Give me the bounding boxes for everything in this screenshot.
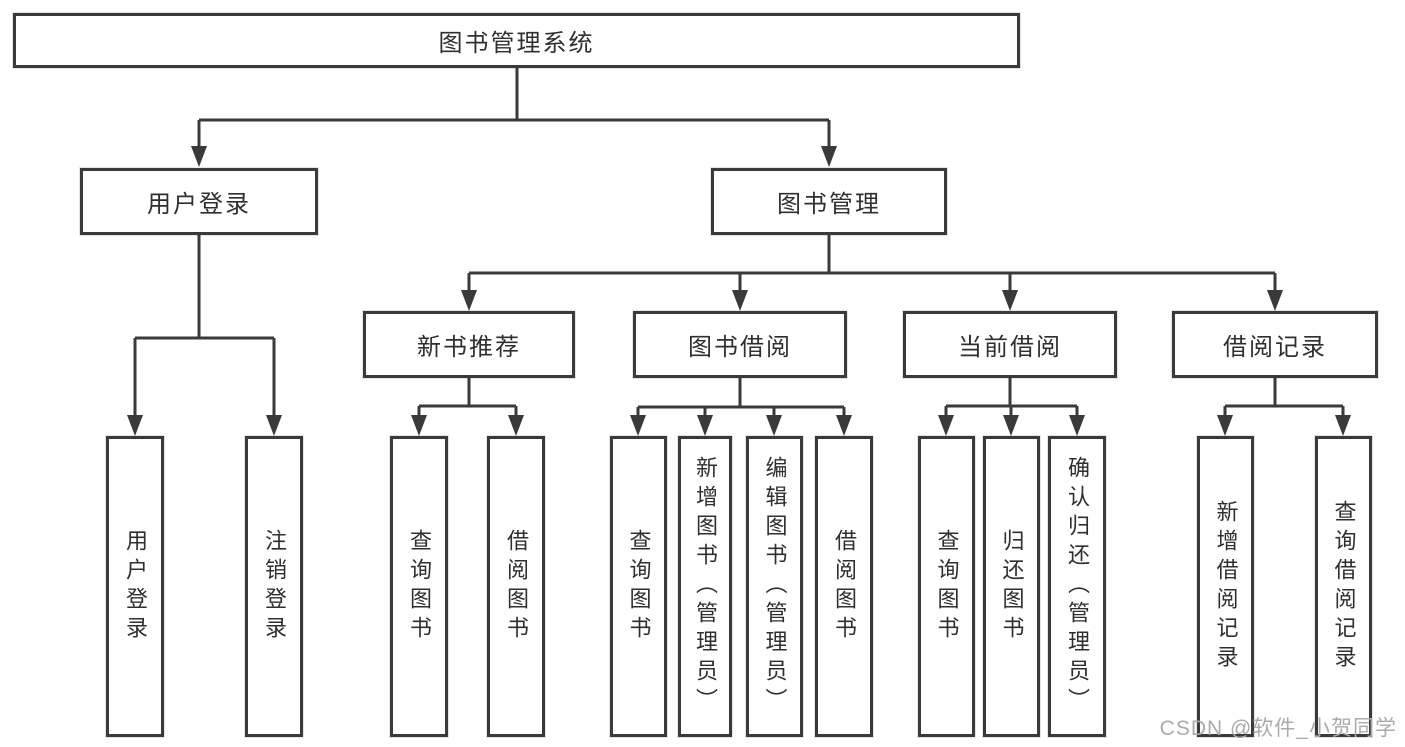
leaf-label: 查询图书 [934,528,960,645]
leaf-query-books-recommend: 查询图书 [390,436,448,737]
node-label: 图书借阅 [688,334,792,361]
leaf-logout: 注销登录 [245,436,303,737]
leaf-query-borrow-record: 查询借阅记录 [1315,436,1372,737]
node-label: 图书管理 [777,191,881,218]
node-current-borrowing: 当前借阅 [903,311,1117,378]
leaf-label: 用户登录 [123,528,148,645]
leaf-query-books-current: 查询图书 [918,436,975,737]
node-user-login: 用户登录 [80,168,318,235]
leaf-user-login: 用户登录 [106,436,164,737]
leaf-return-books: 归还图书 [983,436,1040,737]
leaf-label: 借阅图书 [832,528,857,645]
csdn-watermark: CSDN @软件_小贺同学 [1159,717,1397,740]
leaf-borrow-books-recommend: 借阅图书 [487,436,545,737]
leaf-label: 确认归还（管理员） [1065,456,1090,717]
leaf-label: 查询图书 [407,528,432,645]
leaf-query-books-borrowing: 查询图书 [610,436,667,737]
leaf-label: 新增图书（管理员） [693,456,718,717]
leaf-confirm-return-admin: 确认归还（管理员） [1048,436,1106,737]
leaf-label: 注销登录 [262,528,287,645]
leaf-label: 新增借阅记录 [1213,499,1239,674]
node-library-management-system: 图书管理系统 [13,13,1020,68]
node-label: 图书管理系统 [438,30,595,57]
leaf-label: 查询图书 [626,528,652,645]
node-book-management: 图书管理 [711,168,947,235]
node-label: 借阅记录 [1223,334,1327,361]
leaf-borrow-books-borrowing: 借阅图书 [815,436,873,737]
node-borrowing-records: 借阅记录 [1172,311,1378,378]
node-book-borrowing: 图书借阅 [633,311,847,378]
leaf-add-borrow-record: 新增借阅记录 [1197,436,1254,737]
leaf-edit-book-admin: 编辑图书（管理员） [746,436,803,737]
node-label: 新书推荐 [417,334,521,361]
leaf-label: 查询借阅记录 [1331,499,1357,674]
leaf-label: 编辑图书（管理员） [762,456,788,717]
node-label: 当前借阅 [958,334,1062,361]
leaf-add-book-admin: 新增图书（管理员） [678,436,732,737]
leaf-label: 归还图书 [999,528,1025,645]
node-label: 用户登录 [147,191,251,218]
node-new-book-recommend: 新书推荐 [363,311,575,378]
leaf-label: 借阅图书 [504,528,529,645]
